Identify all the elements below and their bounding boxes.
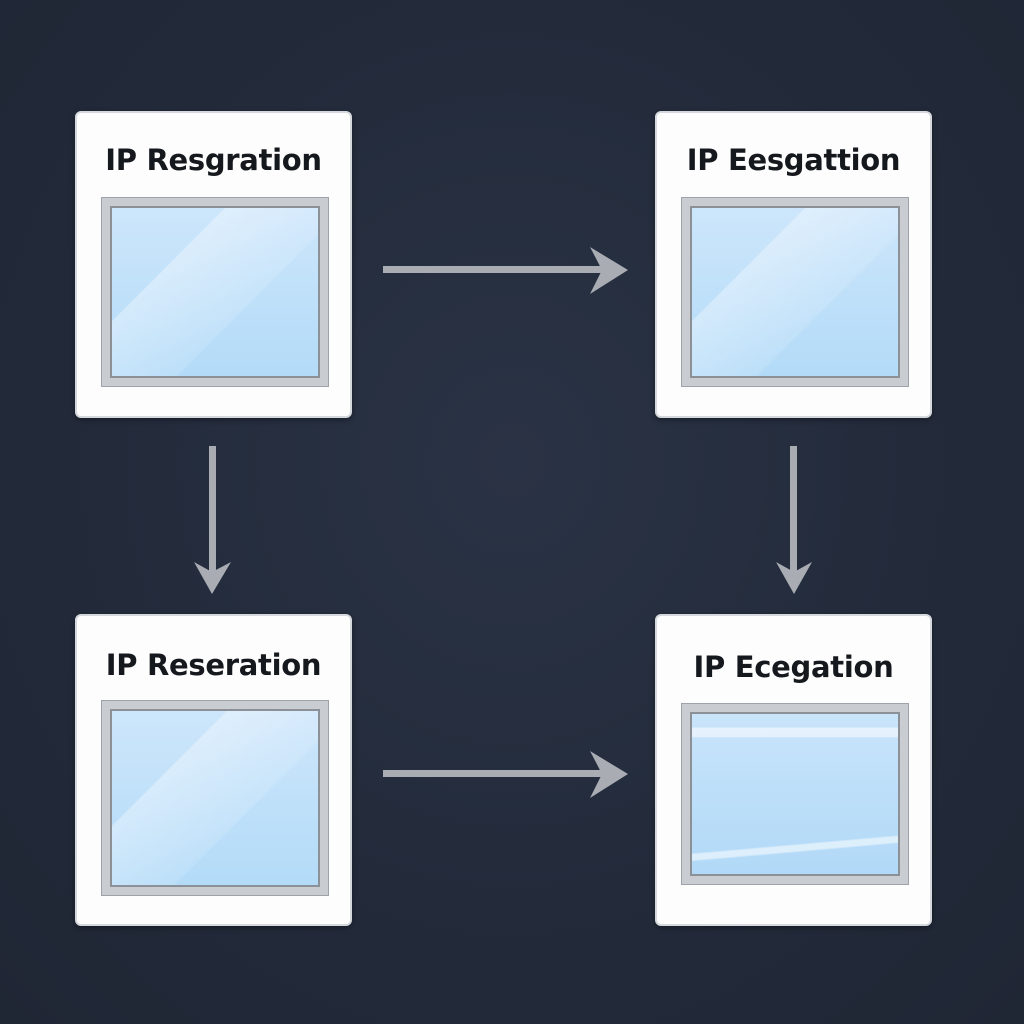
window-frame: [681, 703, 909, 885]
node-top-left: IP Resgration: [75, 111, 352, 418]
node-bottom-left: IP Reseration: [75, 614, 352, 926]
node-title: IP Eesgattion: [686, 143, 901, 177]
arrowhead-right-icon: [590, 751, 628, 798]
edge-top-right-to-bottom-right: [790, 446, 797, 578]
node-title: IP Resgration: [105, 143, 322, 177]
node-title: IP Reseration: [105, 648, 322, 682]
node-title: IP Ecegation: [693, 650, 894, 684]
window-frame: [681, 197, 909, 387]
arrowhead-down-icon: [194, 562, 231, 594]
node-top-right: IP Eesgattion: [655, 111, 932, 418]
window-frame: [101, 197, 329, 387]
edge-bottom-left-to-bottom-right: [383, 770, 603, 777]
edge-top-left-to-bottom-left: [209, 446, 216, 578]
edge-top-left-to-top-right: [383, 266, 603, 273]
window-screen: [110, 709, 320, 887]
window-screen: [110, 206, 320, 378]
arrowhead-down-icon: [776, 562, 812, 594]
arrowhead-right-icon: [590, 247, 628, 294]
window-frame: [101, 700, 329, 896]
window-screen: [690, 206, 900, 378]
window-screen: [690, 712, 900, 876]
node-bottom-right: IP Ecegation: [655, 614, 932, 926]
